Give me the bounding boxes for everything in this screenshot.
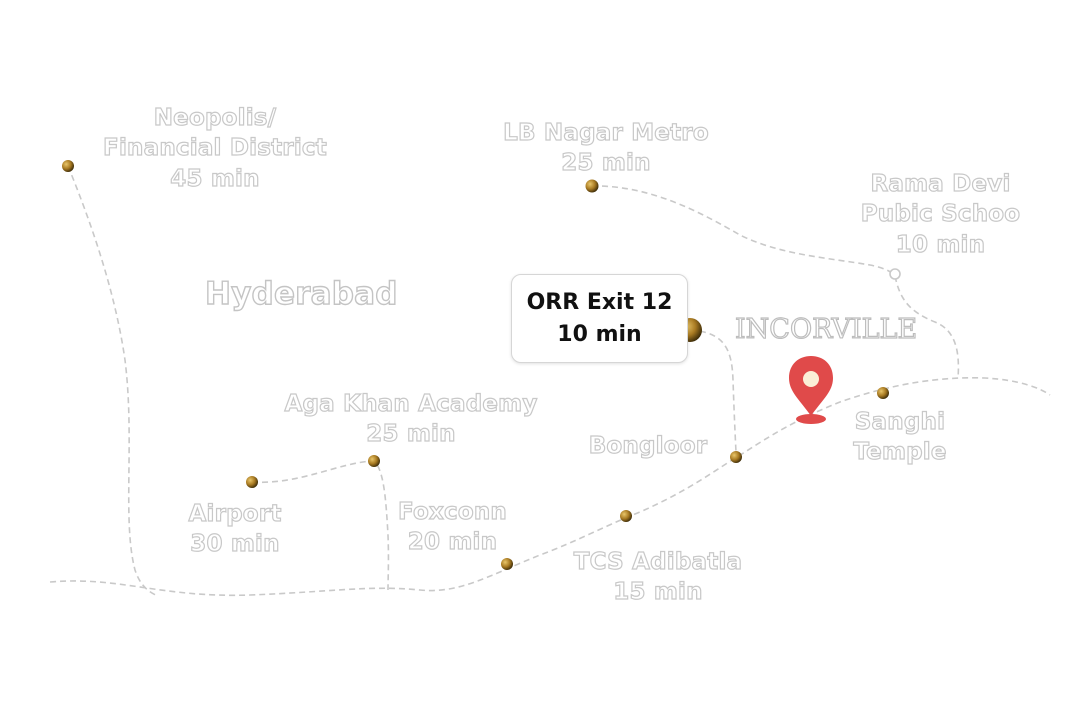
location-pin-icon	[789, 356, 833, 424]
stop-bongloor	[730, 451, 742, 463]
place-label-neopolis: Neopolis/ Financial District 45 min	[102, 104, 327, 192]
route-neopolis	[67, 165, 159, 597]
stop-neopolis	[62, 160, 74, 172]
stop-lb-nagar	[585, 179, 599, 193]
callout-title: ORR Exit 12	[526, 290, 673, 315]
place-label-lb-nagar: LB Nagar Metro 25 min	[503, 119, 710, 177]
place-label-sanghi: Sanghi Temple	[853, 408, 947, 466]
place-label-foxconn: Foxconn 20 min	[397, 498, 507, 556]
route-orr-exit	[689, 329, 737, 453]
stop-rama-devi	[889, 268, 901, 280]
callout-time: 10 min	[557, 322, 642, 347]
place-label-bongloor: Bongloor	[588, 432, 708, 459]
city-label-hyderabad: Hyderabad	[204, 275, 398, 312]
stop-aga-khan	[368, 455, 380, 467]
stop-foxconn	[501, 558, 513, 570]
place-label-tcs: TCS Adibatla 15 min	[573, 548, 743, 606]
route-lb-nagar	[591, 185, 896, 277]
stop-tcs	[620, 510, 632, 522]
place-label-aga-khan: Aga Khan Academy 25 min	[284, 390, 538, 448]
route-main-road	[49, 376, 1051, 597]
route-aga-khan	[251, 460, 390, 591]
place-label-airport: Airport 30 min	[188, 500, 282, 558]
stop-sanghi	[877, 387, 889, 399]
place-label-rama-devi: Rama Devi Pubic Schoo 10 min	[860, 170, 1021, 258]
project-label-incorville: INCORVILLE	[734, 313, 918, 345]
orr-exit-callout: ORR Exit 12 10 min	[511, 274, 688, 363]
route-lines	[49, 165, 1051, 597]
stop-airport	[246, 476, 258, 488]
route-rama-devi	[894, 275, 960, 379]
